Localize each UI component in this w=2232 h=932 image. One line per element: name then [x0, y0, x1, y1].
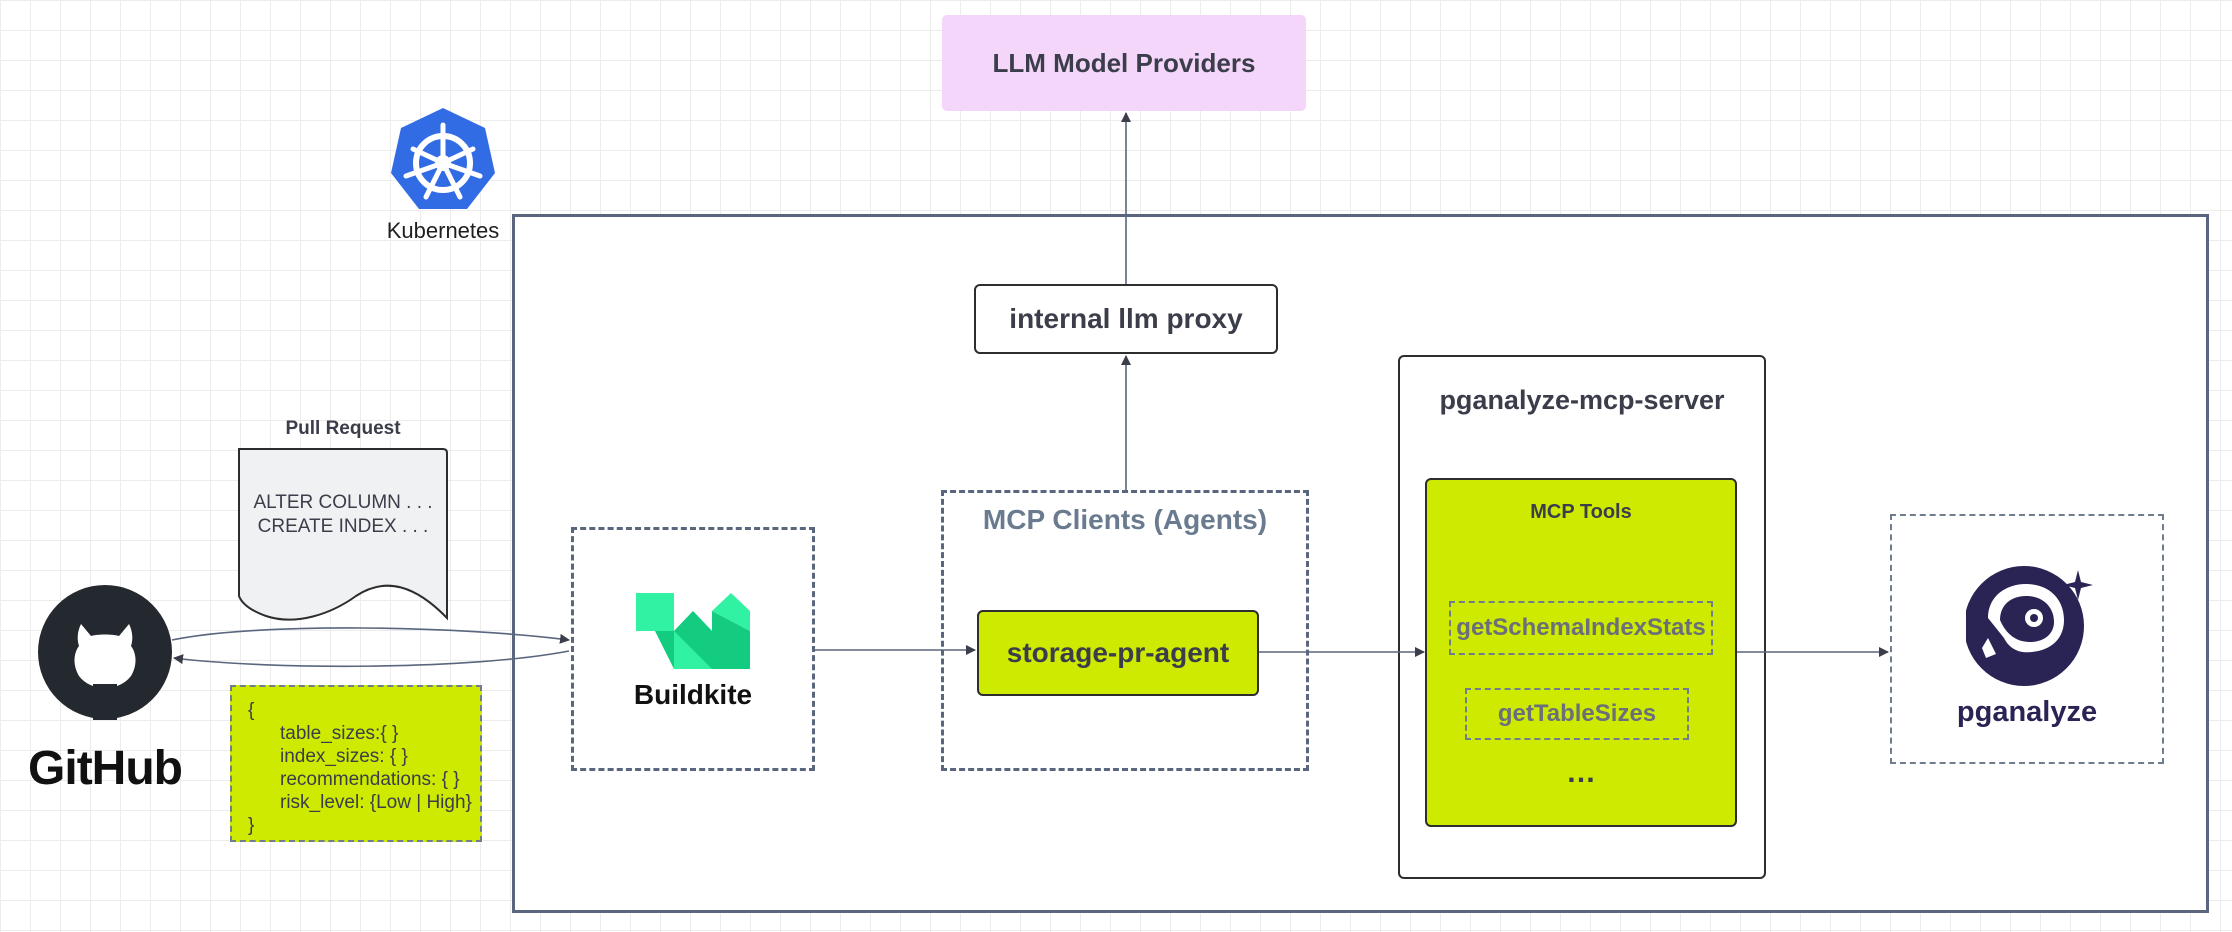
pr-line-create-index: CREATE INDEX . . .: [257, 516, 429, 537]
buildkite-logo-icon: [636, 593, 750, 669]
json-field-risk-level: risk_level: {Low | High}: [280, 792, 472, 813]
buildkite-wordmark: Buildkite: [633, 679, 753, 710]
tools-ellipsis: …: [1566, 756, 1596, 789]
internal-llm-proxy-node[interactable]: internal llm proxy: [974, 284, 1278, 354]
mcp-tools-title: MCP Tools: [1530, 500, 1632, 523]
pull-request-body: ALTER COLUMN . . . CREATE INDEX . . .: [238, 491, 448, 539]
pganalyze-mcp-server-title: pganalyze-mcp-server: [1439, 384, 1725, 415]
llm-model-providers-node[interactable]: LLM Model Providers: [942, 15, 1306, 111]
kubernetes-label: Kubernetes: [386, 218, 500, 243]
pr-line-alter-column: ALTER COLUMN . . .: [253, 492, 433, 513]
result-json-box: { table_sizes:{ } index_sizes: { } recom…: [230, 685, 482, 842]
kubernetes-logo-icon: [391, 108, 495, 209]
pganalyze-astronaut-icon: [1966, 566, 2093, 686]
json-field-table-sizes: table_sizes:{ }: [280, 723, 399, 744]
edge-buildkite-to-github: [173, 650, 570, 668]
edge-github-to-buildkite: [171, 627, 570, 644]
tool-get-table-sizes[interactable]: getTableSizes: [1465, 688, 1689, 740]
json-open-brace: {: [248, 700, 255, 721]
mcp-clients-title: MCP Clients (Agents): [982, 504, 1268, 535]
json-close-brace: }: [248, 815, 255, 836]
pull-request-document-shape: [238, 448, 448, 621]
github-wordmark: GitHub: [28, 741, 183, 795]
pganalyze-wordmark: pganalyze: [1956, 695, 2098, 728]
storage-pr-agent-node[interactable]: storage-pr-agent: [977, 610, 1259, 696]
pull-request-title: Pull Request: [285, 418, 401, 439]
tool-get-schema-index-stats[interactable]: getSchemaIndexStats: [1449, 601, 1713, 655]
github-octocat-icon: [38, 585, 172, 720]
json-field-recommendations: recommendations: { }: [280, 769, 460, 790]
mcp-tools-box: [1425, 478, 1737, 827]
json-field-index-sizes: index_sizes: { }: [280, 746, 408, 767]
